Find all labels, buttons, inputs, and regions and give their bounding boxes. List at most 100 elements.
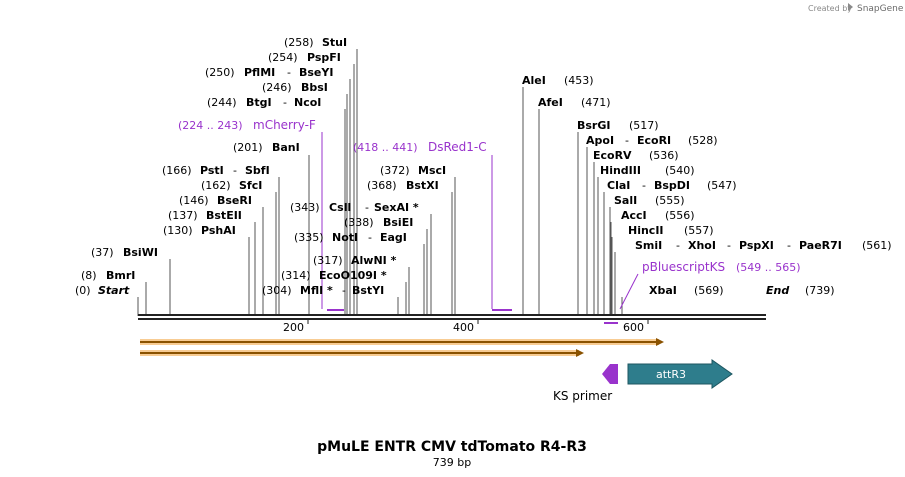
site-sep: - [787, 239, 791, 252]
site-pos: (555) [655, 194, 685, 207]
site-name: AleI [522, 74, 546, 87]
left-site-labels: (8) BmrI (37) BsiWI (130) PshAI (137) Bs… [81, 36, 446, 297]
site-pos: (250) [205, 66, 235, 79]
site-pos: (37) [91, 246, 114, 259]
site-name: BtgI [246, 96, 272, 109]
site-name: AlwNI * [351, 254, 397, 267]
site-name: BsrGI [577, 119, 610, 132]
site-sep: - [642, 179, 646, 192]
site-name: SalI [614, 194, 637, 207]
site-name: SbfI [245, 164, 270, 177]
site-pos: (335) [294, 231, 324, 244]
ks-primer-label: KS primer [553, 389, 612, 403]
start-label: Start [98, 284, 130, 297]
right-site-labels: AleI (453) AfeI (471) BsrGI (517) ApoI -… [522, 74, 892, 297]
site-pos: (146) [179, 194, 209, 207]
site-name: HincII [628, 224, 664, 237]
site-pos: (162) [201, 179, 231, 192]
site-pos: (557) [684, 224, 714, 237]
site-sep: - [233, 164, 237, 177]
site-pos: (244) [207, 96, 237, 109]
site-name: ApoI [586, 134, 614, 147]
feature-range: (418 .. 441) [353, 141, 418, 154]
site-pos: (536) [649, 149, 679, 162]
site-name: ClaI [607, 179, 630, 192]
site-pos: (317) [313, 254, 343, 267]
site-name: EcoRI [637, 134, 671, 147]
site-pos: (304) [262, 284, 292, 297]
site-name: NotI [332, 231, 358, 244]
site-pos: (471) [581, 96, 611, 109]
site-name: HindIII [600, 164, 641, 177]
site-sep: - [283, 96, 287, 109]
site-pos: (540) [665, 164, 695, 177]
site-name: BstEII [206, 209, 242, 222]
site-name: BseYI [299, 66, 333, 79]
feature-labels: (224 .. 243) mCherry-F (418 .. 441) DsRe… [178, 118, 801, 274]
site-name: BsiEI [383, 216, 413, 229]
site-name: BsiWI [123, 246, 158, 259]
site-pos: (569) [694, 284, 724, 297]
site-pos: (130) [163, 224, 193, 237]
attr3-arrow [627, 359, 733, 389]
site-pos: (561) [862, 239, 892, 252]
site-connector-lines [137, 49, 623, 316]
site-name: AccI [621, 209, 647, 222]
site-pos: (517) [629, 119, 659, 132]
site-name: BstXI [406, 179, 439, 192]
site-name: MscI [418, 164, 446, 177]
axis-tick-label: 400 [453, 321, 474, 334]
site-name: BbsI [301, 81, 328, 94]
sequence-backbone [138, 314, 766, 320]
site-name: PspXI [739, 239, 774, 252]
site-pos: (372) [380, 164, 410, 177]
site-name: MflI * [300, 284, 333, 297]
site-name: BspDI [654, 179, 690, 192]
axis-tick-marks [307, 319, 649, 324]
snapgene-logo-icon [848, 3, 853, 11]
site-pos: (338) [344, 216, 374, 229]
map-length: 739 bp [433, 456, 471, 469]
map-title: pMuLE ENTR CMV tdTomato R4-R3 [317, 439, 587, 455]
site-pos: (556) [665, 209, 695, 222]
site-name: SfcI [239, 179, 262, 192]
feature-name: mCherry-F [253, 118, 316, 132]
site-name: SmiI [635, 239, 662, 252]
site-sep: - [342, 284, 346, 297]
site-name: XhoI [688, 239, 716, 252]
site-pos: (8) [81, 269, 97, 282]
site-pos: (166) [162, 164, 192, 177]
site-name: BmrI [106, 269, 135, 282]
axis-tick-label: 200 [283, 321, 304, 334]
site-pos: (528) [688, 134, 718, 147]
orf-arrow-2 [140, 349, 584, 357]
site-sep: - [368, 231, 372, 244]
site-pos: (137) [168, 209, 198, 222]
site-name: BanI [272, 141, 300, 154]
site-name: XbaI [649, 284, 677, 297]
site-pos: (246) [262, 81, 292, 94]
site-name: PflMI [244, 66, 275, 79]
site-pos: (254) [268, 51, 298, 64]
site-name: BstYI [352, 284, 384, 297]
site-name: PshAI [201, 224, 236, 237]
site-name: EagI [380, 231, 407, 244]
axis-tick-label: 600 [623, 321, 644, 334]
site-pos: (368) [367, 179, 397, 192]
site-pos: (258) [284, 36, 314, 49]
start-pos: (0) [75, 284, 91, 297]
site-sep: - [365, 201, 369, 214]
site-name: NcoI [294, 96, 321, 109]
snapgene-brand: SnapGene [857, 4, 904, 14]
site-sep: - [625, 134, 629, 147]
end-pos: (739) [805, 284, 835, 297]
site-sep: - [676, 239, 680, 252]
feature-range: (224 .. 243) [178, 119, 243, 132]
site-pos: (453) [564, 74, 594, 87]
attr3-label: attR3 [656, 368, 686, 381]
end-label: End [766, 284, 789, 297]
site-name: StuI [322, 36, 347, 49]
orf-arrow-1 [140, 338, 664, 346]
created-by-text: Created by [808, 4, 852, 13]
site-name: AfeI [538, 96, 563, 109]
